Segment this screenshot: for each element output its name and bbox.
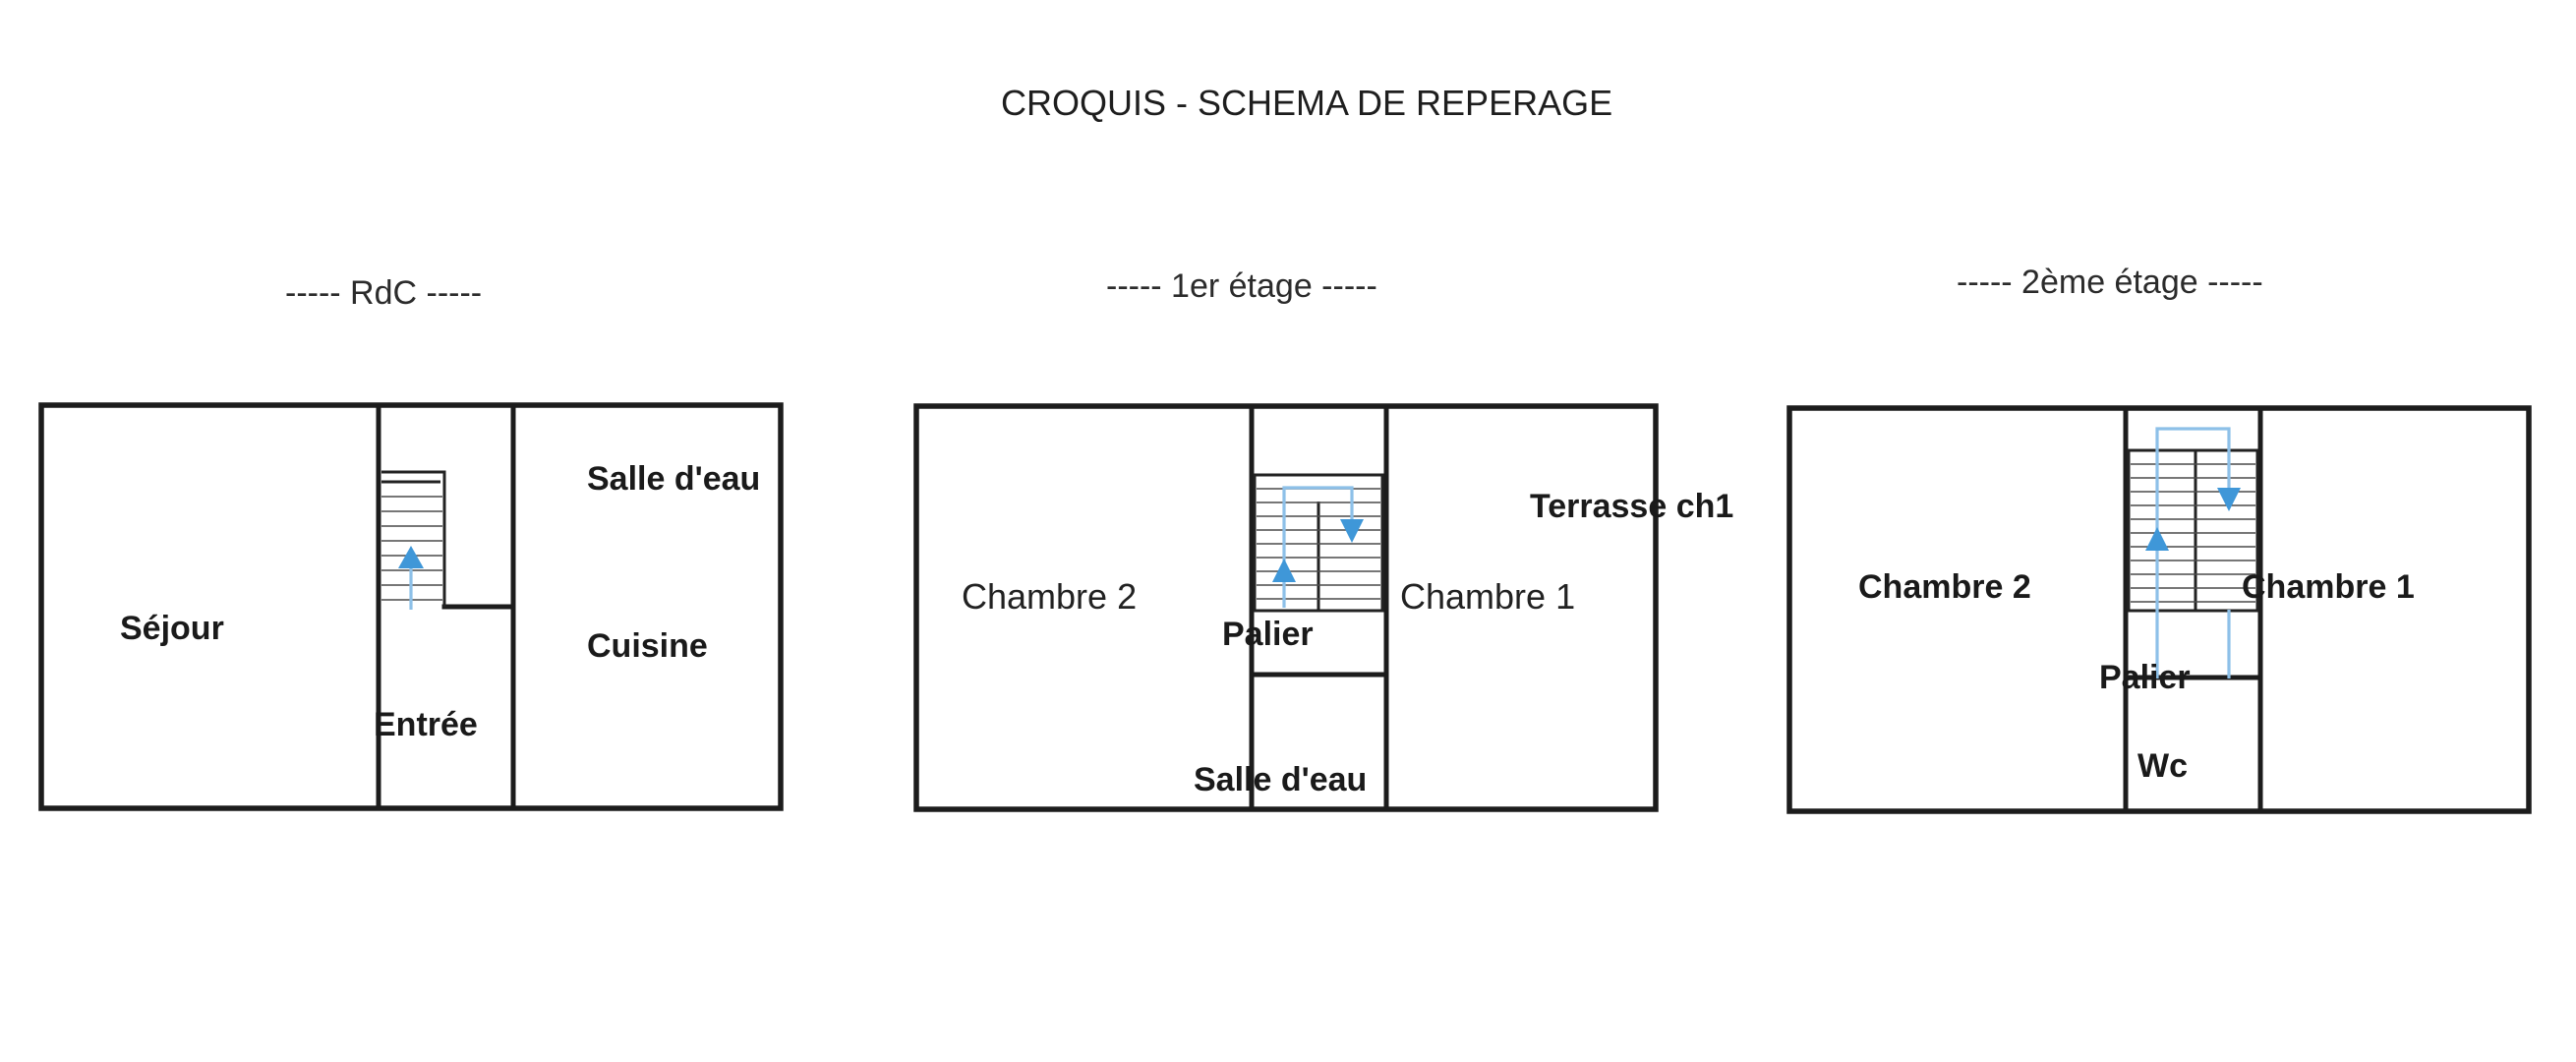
etage2-stair-down-arrow-icon — [2217, 488, 2241, 511]
room-label-palier: Palier — [1222, 616, 1314, 653]
room-label-cuisine: Cuisine — [587, 627, 708, 665]
etage1-staircase — [1253, 473, 1384, 613]
room-label-palier: Palier — [2099, 659, 2191, 696]
rdc-stair-up-arrow-icon — [398, 546, 424, 568]
etage1-stair-up-arrow-icon — [1272, 559, 1296, 582]
room-label-salle-deau: Salle d'eau — [587, 460, 760, 498]
rdc-outer-wall — [38, 402, 784, 811]
room-label-salle-deau: Salle d'eau — [1194, 761, 1367, 798]
floor-plan-1er-etage: Chambre 2 Palier Chambre 1 Salle d'eau T… — [913, 403, 1733, 812]
floor-plan-rdc: Séjour Entrée Salle d'eau Cuisine — [38, 402, 784, 811]
rdc-staircase — [381, 470, 446, 610]
etage2-outer-wall — [1786, 405, 2532, 814]
etage1-stair-down-arrow-icon — [1340, 519, 1364, 543]
room-label-chambre-2: Chambre 2 — [962, 576, 1137, 617]
room-label-entree: Entrée — [374, 706, 478, 743]
room-label-chambre-1: Chambre 1 — [1400, 576, 1575, 617]
room-label-sejour: Séjour — [120, 610, 224, 647]
sketch-title: CROQUIS - SCHEMA DE REPERAGE — [1001, 83, 1612, 123]
floor-heading-rdc: ----- RdC ----- — [285, 274, 482, 312]
etage1-outer-wall — [913, 403, 1659, 812]
etage2-stair-up-arrow-icon — [2145, 527, 2169, 551]
room-label-terrasse-ch1: Terrasse ch1 — [1530, 488, 1733, 525]
room-label-chambre-2: Chambre 2 — [1858, 568, 2031, 606]
floor-plan-2eme-etage: Chambre 2 Chambre 1 Palier Wc — [1786, 405, 2532, 814]
room-label-wc: Wc — [2137, 747, 2188, 785]
etage2-staircase — [2127, 427, 2259, 678]
floor-heading-1er-etage: ----- 1er étage ----- — [1106, 267, 1377, 305]
room-label-chambre-1: Chambre 1 — [2242, 568, 2415, 606]
floor-heading-2eme-etage: ----- 2ème étage ----- — [1957, 264, 2263, 301]
